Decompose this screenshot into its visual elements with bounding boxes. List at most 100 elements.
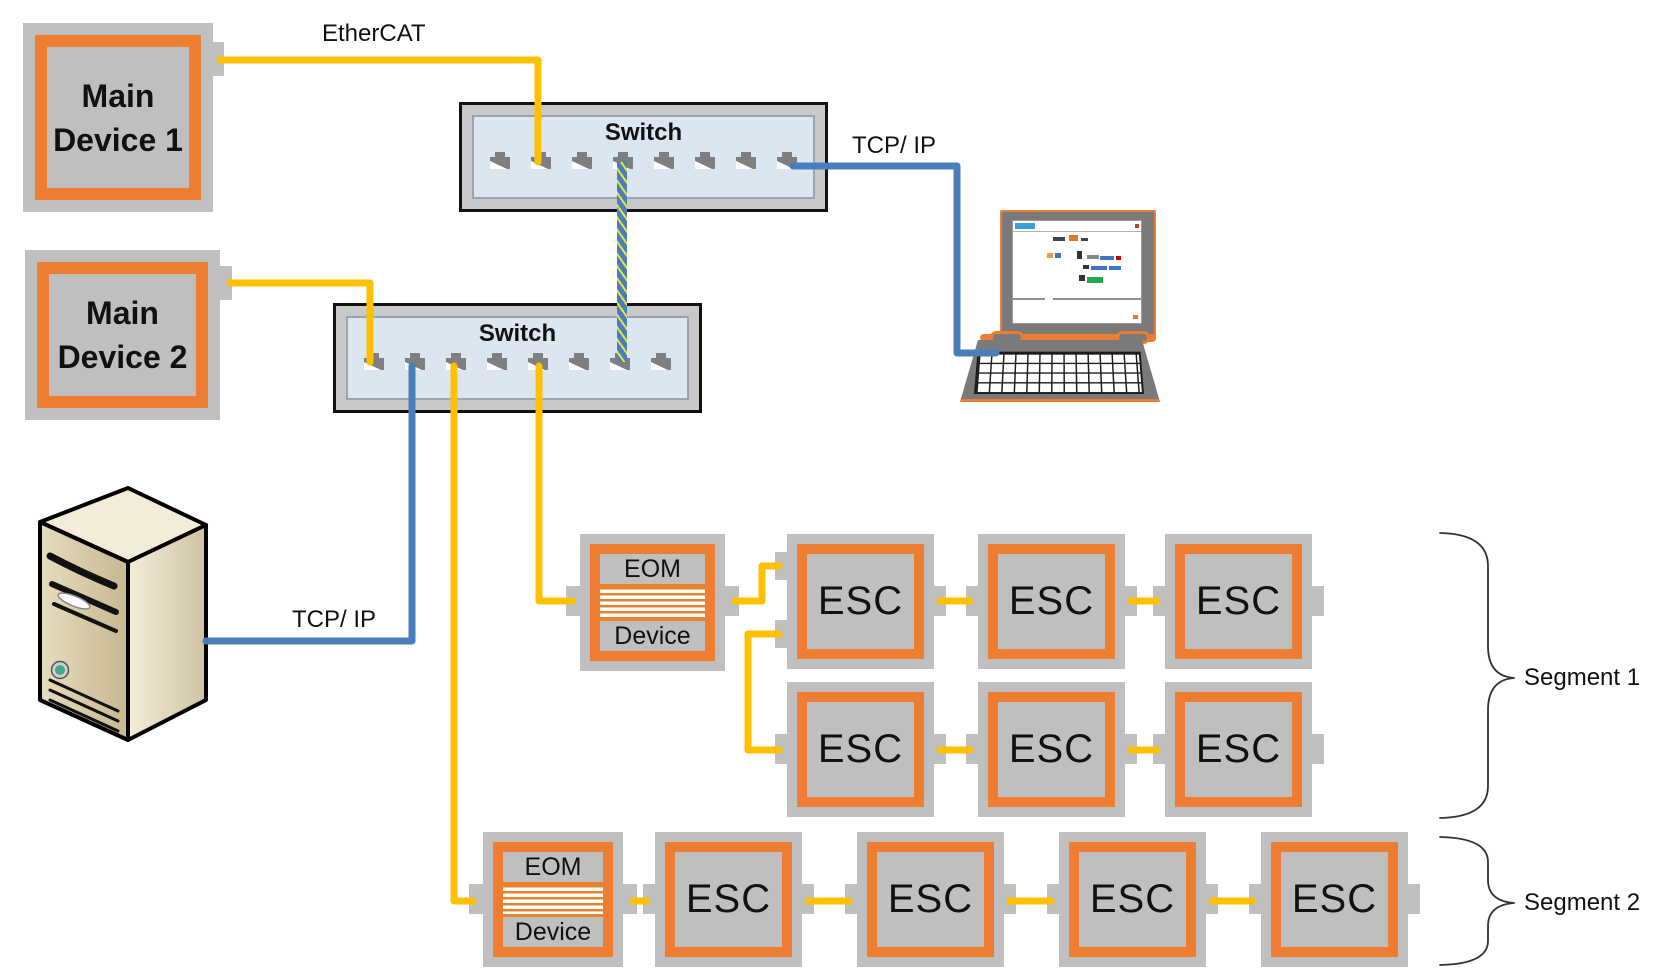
screen-glyph [1116,256,1121,260]
esc-left-tab [845,884,857,914]
server-side-face [126,523,208,742]
esc-right-tab [1312,734,1324,764]
switch-port-icon [526,351,550,372]
esc-label: ESC [1291,877,1378,921]
esc-right-tab [1004,884,1016,914]
switch-port-icon [403,351,427,372]
main-device-2-label-line2: Device 2 [57,339,188,375]
esc-left-tab [643,884,655,914]
server-vents [48,678,120,733]
server-power-button [50,660,70,680]
eom2-stripes [503,882,603,917]
switch-2: Switch [333,303,702,413]
switch-port-icon [693,150,717,171]
eom2-right-tab [623,884,637,914]
esc-right-tab [1206,884,1218,914]
esc-label: ESC [1195,579,1282,623]
server-front-face [38,520,130,742]
laptop-base [960,340,1160,402]
esc-label: ESC [685,877,772,921]
eom1-label-top: EOM [624,554,681,583]
esc-label: ESC [1089,877,1176,921]
switch-port-icon [734,150,758,171]
esc-node-s2-2: ESC [845,832,1016,967]
eom2-label-bottom: Device [514,917,592,946]
esc-node-s1-2: ESC [966,534,1137,669]
server-drive-bays [46,552,119,633]
eom2-label-top: EOM [524,852,582,881]
screen-glyph [1079,275,1085,281]
esc-node-s2-3: ESC [1047,832,1218,967]
switch-1-ports [474,150,813,171]
esc-label: ESC [1008,579,1095,623]
esc-right-tab [934,734,946,764]
segment1-brace [1439,532,1515,819]
screen-glyph [1053,237,1065,241]
main-device-1-port-tab [213,42,224,76]
esc-label: ESC [1195,727,1282,771]
laptop-screen [1012,220,1142,324]
esc-node-s1-4: ESC [775,682,946,817]
screen-glyph [1077,251,1082,259]
esc-node-s1-5: ESC [966,682,1137,817]
esc-label: ESC [887,877,974,921]
eom1-right-tab [725,586,739,616]
switch-trunk-cable [617,162,627,362]
cable-eom1-esc1 [731,562,783,605]
screen-divider [1013,298,1045,300]
main-device-1-label-line1: Main [81,77,155,114]
eom2-left-tab [469,884,483,914]
screen-glyph [1109,266,1121,270]
esc-label: ESC [817,727,904,771]
switch-port-icon [485,351,509,372]
esc-label: ESC [817,579,904,623]
main-device-1: Main Device 1 [23,23,224,212]
laptop-hinge-bar [980,334,1156,342]
esc-s1-1-right-tab [934,586,946,616]
main-device-2-label-line1: Main [86,295,159,331]
switch-2-title: Switch [478,320,557,347]
esc-node-s1-3: ESC [1153,534,1324,669]
esc-node-s2-4: ESC [1249,832,1420,967]
laptop-base-trim [960,399,1160,402]
esc-left-tab [1047,884,1059,914]
segment2-brace [1439,836,1515,966]
server-top-face [38,486,208,564]
cable-sw2-eom2 [450,362,477,905]
esc-right-tab [1408,884,1420,914]
esc-node-s1-1: ESC [775,534,946,669]
esc-left-tab [775,734,787,764]
segment2-label: Segment 2 [1524,889,1641,916]
main-device-1-label-line2: Device 1 [53,121,183,158]
esc-left-tab [966,586,978,616]
esc-left-tab [1153,734,1165,764]
eom1-label-bottom: Device [614,621,691,650]
screen-glyph [1081,238,1088,241]
tcpip-label-top: TCP/ IP [852,132,937,159]
main-device-2: Main Device 2 [25,250,232,420]
cable-esc1-row2 [744,630,783,754]
screen-glyph [1091,266,1107,270]
switch-port-icon [570,150,594,171]
ethercat-label: EtherCAT [322,20,426,47]
switch-port-icon [362,351,386,372]
screen-glyph [1087,255,1099,259]
switch-port-icon [444,351,468,372]
esc-left-tab [1249,884,1261,914]
switch-port-icon [529,150,553,171]
esc-right-tab [1312,586,1324,616]
esc-left-tab [1153,586,1165,616]
screen-toolbar-line [1013,231,1141,232]
screen-divider [1053,298,1141,300]
esc-right-tab [1125,586,1137,616]
screen-glyph [1100,256,1114,260]
screen-glyph [1047,253,1053,258]
switch-port-icon [652,150,676,171]
screen-glyph [1055,253,1061,258]
screen-glyph [1083,265,1089,269]
switch-port-icon [775,150,799,171]
screen-toolbar-chip [1015,223,1035,229]
